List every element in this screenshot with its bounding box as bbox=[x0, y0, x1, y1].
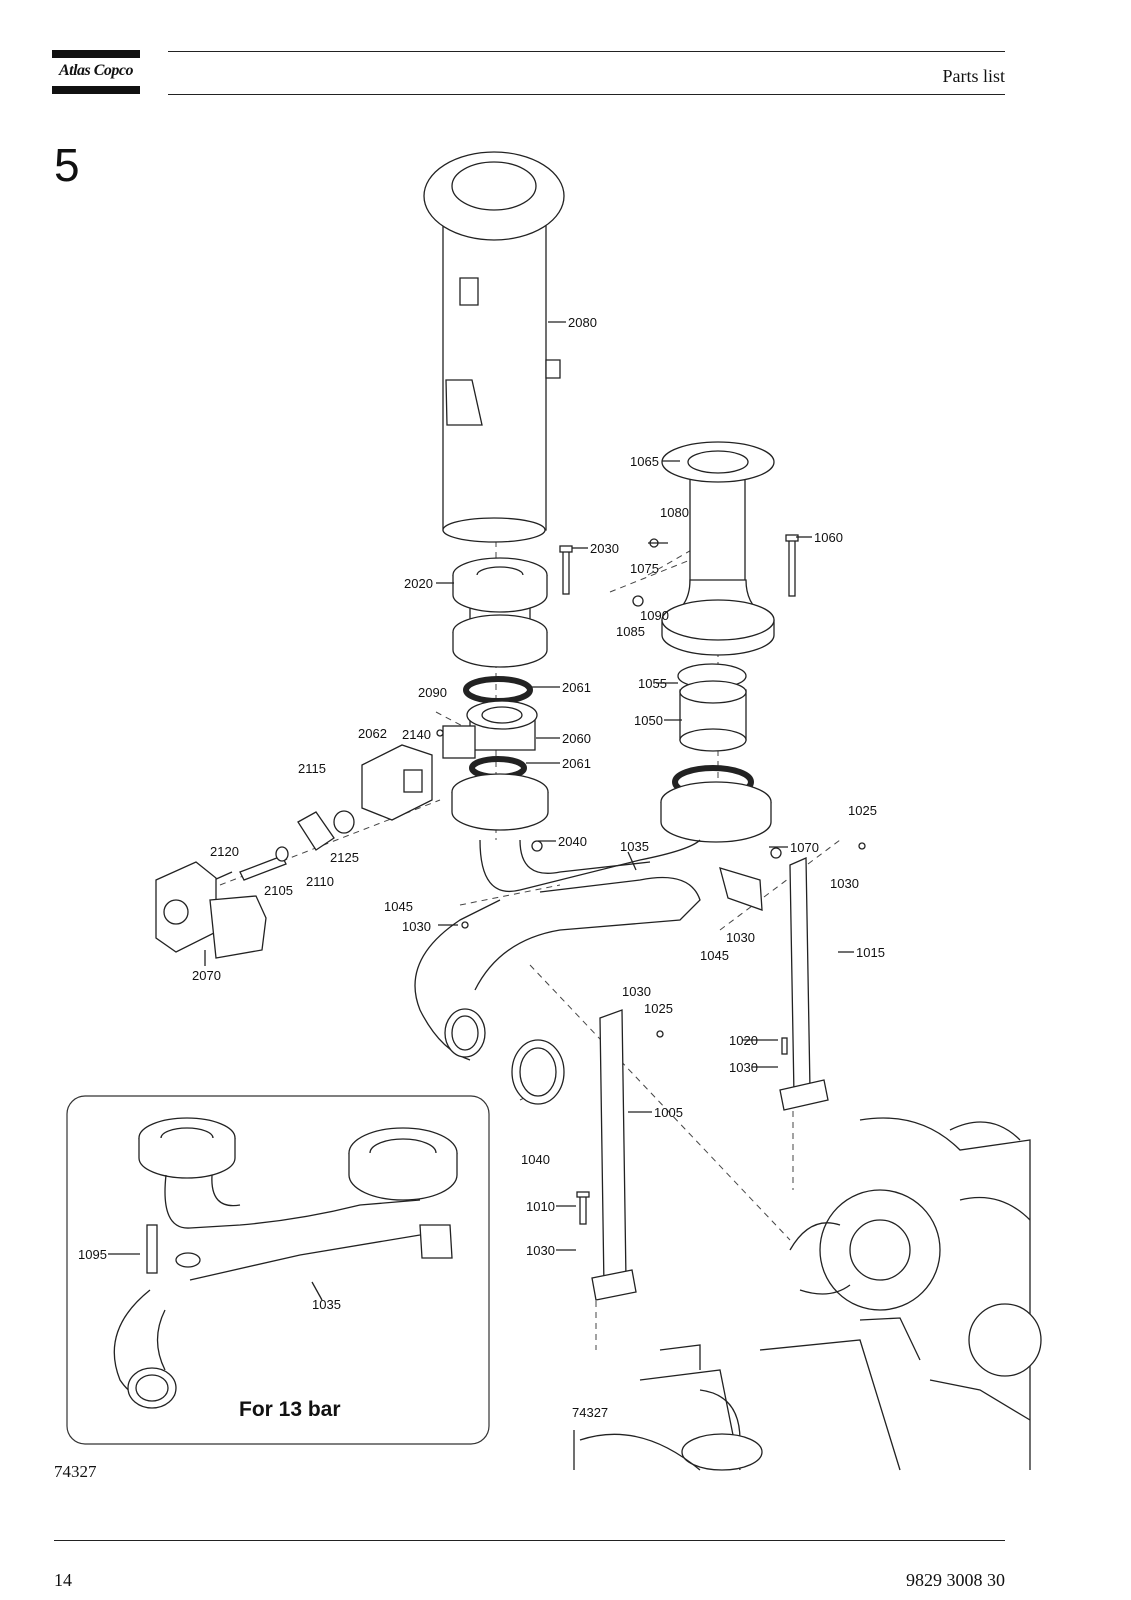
inset-13-bar: For 13 bar bbox=[66, 1095, 490, 1445]
callout-1095: 1095 bbox=[78, 1247, 107, 1262]
callout-1030-mid: 1030 bbox=[726, 930, 755, 945]
section-number: 5 bbox=[54, 139, 80, 191]
fasteners bbox=[436, 534, 866, 1225]
inset-title: For 13 bar bbox=[239, 1398, 341, 1421]
callout-1030-support: 1030 bbox=[622, 984, 651, 999]
callout-2061-lower: 2061 bbox=[562, 756, 591, 771]
callout-1030-left: 1030 bbox=[402, 919, 431, 934]
callout-2070: 2070 bbox=[192, 968, 221, 983]
document-number: 9829 3008 30 bbox=[906, 1570, 1005, 1590]
part-1040-clamp bbox=[511, 1039, 565, 1105]
part-2062-bracket bbox=[361, 744, 433, 821]
part-1050-1055-valve bbox=[672, 663, 754, 799]
callout-1085: 1085 bbox=[616, 624, 645, 639]
part-1015-support bbox=[779, 857, 829, 1111]
part-1065-pipe bbox=[661, 441, 775, 656]
atlas-copco-logo: Atlas Copco bbox=[52, 50, 140, 94]
callout-1070: 1070 bbox=[790, 840, 819, 855]
header-title: Parts list bbox=[942, 66, 1005, 86]
callout-1030-lower-right: 1030 bbox=[729, 1060, 758, 1075]
callout-1035-inset: 1035 bbox=[312, 1297, 341, 1312]
part-2060-valve bbox=[442, 700, 538, 759]
callout-1020: 1020 bbox=[729, 1033, 758, 1048]
callout-2020: 2020 bbox=[404, 576, 433, 591]
logo-bar-bottom bbox=[52, 86, 140, 94]
callout-74327-drawing: 74327 bbox=[572, 1405, 608, 1420]
callout-1045-right: 1045 bbox=[700, 948, 729, 963]
callout-2030: 2030 bbox=[590, 541, 619, 556]
callout-2125: 2125 bbox=[330, 850, 359, 865]
footer-rule bbox=[54, 1540, 1005, 1541]
callout-2110: 2110 bbox=[306, 874, 334, 889]
callout-1010: 1010 bbox=[526, 1199, 555, 1214]
part-1035-main-pipe bbox=[414, 773, 772, 1061]
logo-wordmark: Atlas Copco bbox=[58, 62, 134, 79]
callout-1030-right: 1030 bbox=[830, 876, 859, 891]
callout-2080: 2080 bbox=[568, 315, 597, 330]
callout-1065: 1065 bbox=[630, 454, 659, 469]
callout-1030-bottom: 1030 bbox=[526, 1243, 555, 1258]
page-number: 14 bbox=[54, 1570, 72, 1590]
callout-2105: 2105 bbox=[264, 883, 293, 898]
callout-2140: 2140 bbox=[402, 727, 431, 742]
part-2061-gasket-upper bbox=[463, 676, 533, 704]
header-rule-bottom bbox=[168, 94, 1005, 95]
callout-1080: 1080 bbox=[660, 505, 689, 520]
callout-1055: 1055 bbox=[638, 676, 667, 691]
part-2080-upper-pipe bbox=[423, 151, 565, 543]
compressor-housing-illustration bbox=[573, 1117, 1042, 1471]
callout-2061-upper: 2061 bbox=[562, 680, 591, 695]
logo-bar-top bbox=[52, 50, 140, 58]
callout-1045-left: 1045 bbox=[384, 899, 413, 914]
callout-2120: 2120 bbox=[210, 844, 239, 859]
part-2020-flanged-spool bbox=[452, 557, 548, 668]
callout-2040: 2040 bbox=[558, 834, 587, 849]
header-rule-top bbox=[168, 51, 1005, 52]
callout-2090: 2090 bbox=[418, 685, 447, 700]
callout-1040: 1040 bbox=[521, 1152, 550, 1167]
leader-lines bbox=[108, 321, 854, 1301]
callout-2062: 2062 bbox=[358, 726, 387, 741]
callout-labels: 2080 1065 1080 1060 2030 1075 2020 1090 … bbox=[78, 315, 885, 1420]
callout-1025-lower: 1025 bbox=[644, 1001, 673, 1016]
callout-2115: 2115 bbox=[298, 761, 326, 776]
callout-1075: 1075 bbox=[630, 561, 659, 576]
callout-1060: 1060 bbox=[814, 530, 843, 545]
callout-1035-main: 1035 bbox=[620, 839, 649, 854]
callout-1015: 1015 bbox=[856, 945, 885, 960]
callout-1090: 1090 bbox=[640, 608, 669, 623]
callout-1025-upper: 1025 bbox=[848, 803, 877, 818]
part-2110-2125-coupling bbox=[213, 810, 355, 881]
figure-id: 74327 bbox=[54, 1462, 97, 1481]
part-2070-actuator bbox=[155, 861, 267, 959]
callout-1005: 1005 bbox=[654, 1105, 683, 1120]
callout-2060: 2060 bbox=[562, 731, 591, 746]
callout-1050: 1050 bbox=[634, 713, 663, 728]
part-1005-support bbox=[591, 1009, 637, 1301]
